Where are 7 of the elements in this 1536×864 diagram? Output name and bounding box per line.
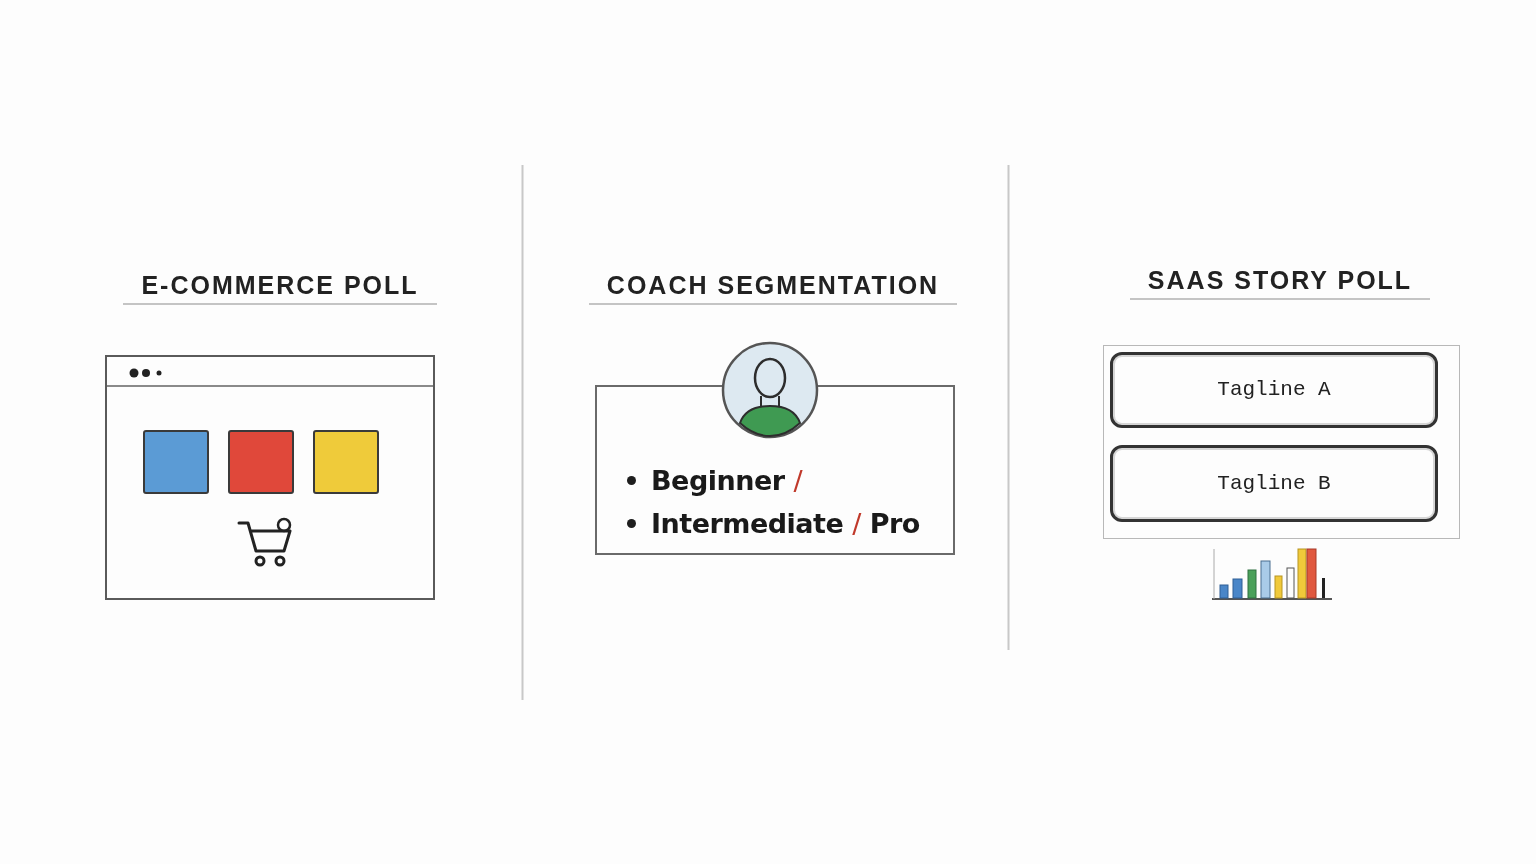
choice-card: Tagline A <box>1110 352 1438 428</box>
list-item: Intermediate / Pro <box>651 507 920 541</box>
panel-heading: E-COMMERCE POLL <box>123 270 437 305</box>
choice-card: Tagline B <box>1110 445 1438 522</box>
list-item: Beginner / <box>651 464 803 498</box>
panel-heading: COACH SEGMENTATION <box>588 270 958 305</box>
panel-heading: SAAS STORY POLL <box>1129 265 1431 300</box>
